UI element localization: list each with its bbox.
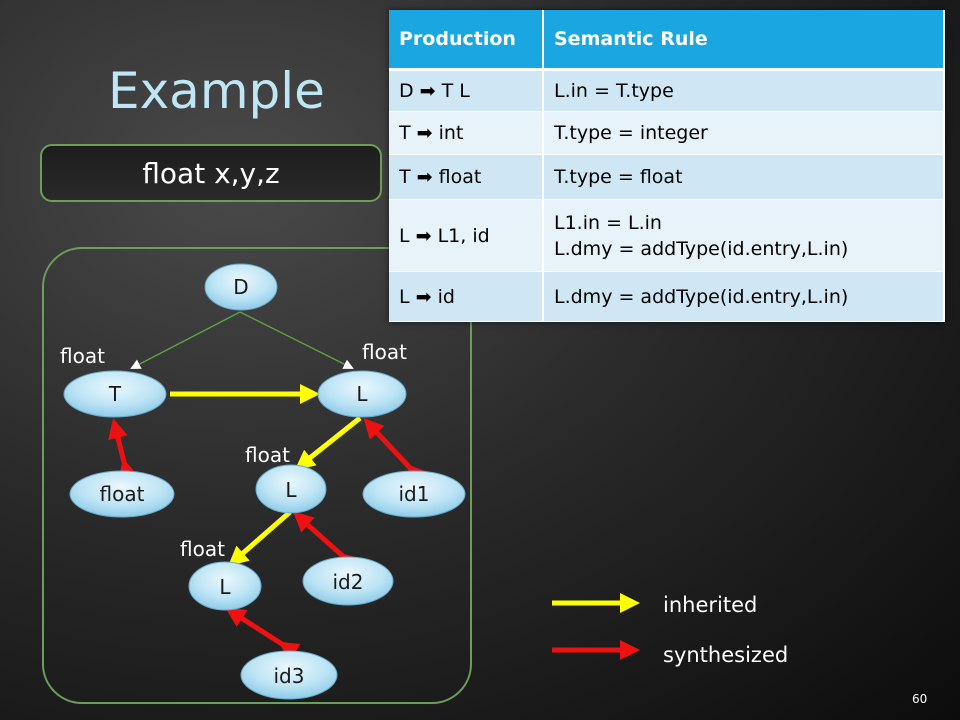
table-row: L ➡ L1, id L1.in = L.in L.dmy = addType(… (389, 199, 945, 272)
node-l-top-label: L (356, 382, 368, 406)
node-id3-label: id3 (274, 664, 305, 688)
rule-line: L1.in = L.in (554, 211, 662, 234)
legend-synthesized-label: synthesized (663, 643, 788, 667)
rule-cell: L.in = T.type (543, 69, 945, 112)
production-cell: L ➡ id (389, 271, 544, 322)
synthesized-arrow-id1-l (363, 418, 428, 486)
synthesized-arrow-float-t (108, 418, 138, 481)
legend-inherited-label: inherited (663, 593, 757, 617)
production-cell: T ➡ float (389, 154, 544, 200)
inherited-arrows (170, 384, 362, 567)
synthesized-arrow-id3-l (225, 607, 301, 661)
table-row: D ➡ T L L.in = T.type (389, 69, 945, 112)
node-t: T (63, 370, 167, 418)
node-d-label: D (233, 275, 248, 299)
edge-d-t (130, 311, 241, 369)
node-l-bottom-label: L (219, 575, 231, 599)
production-cell: D ➡ T L (389, 69, 544, 112)
tree-edges (130, 311, 354, 369)
node-l-top: L (317, 370, 407, 418)
table-row: T ➡ int T.type = integer (389, 111, 945, 155)
rule-cell: T.type = float (543, 154, 945, 200)
table-header-row: Production Semantic Rule (389, 10, 945, 71)
node-id1: id1 (362, 470, 466, 518)
node-id1-label: id1 (399, 482, 430, 506)
page-number: 60 (912, 692, 928, 706)
legend: inherited synthesized (552, 593, 788, 667)
rule-cell: T.type = integer (543, 111, 945, 155)
node-l-bottom: L (188, 561, 262, 611)
rule-line: T.type = float (554, 166, 683, 188)
node-l-middle: L (255, 464, 327, 514)
header-semantic-rule: Semantic Rule (543, 10, 945, 71)
node-float-leaf-label: float (100, 482, 145, 506)
node-id3: id3 (240, 650, 338, 700)
attr-label-t: float (60, 344, 105, 368)
synthesized-arrow-id2-l (293, 511, 361, 574)
node-d: D (204, 263, 278, 311)
expression-box: float x,y,z (40, 144, 382, 202)
tree-nodes: D T L float L id1 L id2 (63, 263, 466, 700)
rule-line: L.dmy = addType(id.entry,L.in) (554, 237, 849, 260)
attr-label-l-bottom: float (180, 537, 225, 561)
table-row: T ➡ float T.type = float (389, 154, 945, 200)
edge-d-l (239, 311, 354, 369)
rule-line: L.in = T.type (554, 80, 674, 102)
node-t-label: T (108, 382, 122, 406)
production-cell: T ➡ int (389, 111, 544, 155)
rule-line: T.type = integer (554, 122, 708, 144)
node-l-middle-label: L (285, 478, 297, 502)
rule-line: L.dmy = addType(id.entry,L.in) (554, 285, 849, 308)
tree-container (42, 247, 472, 704)
attribute-labels: float float float float (60, 340, 407, 561)
table-row: L ➡ id L.dmy = addType(id.entry,L.in) (389, 271, 945, 322)
rule-cell: L.dmy = addType(id.entry,L.in) (543, 271, 945, 322)
header-production: Production (389, 10, 544, 71)
attr-label-l-top: float (362, 340, 407, 364)
inherited-arrow-l-l-lower (227, 510, 292, 567)
rule-cell: L1.in = L.in L.dmy = addType(id.entry,L.… (543, 199, 945, 272)
node-id2-label: id2 (333, 570, 364, 594)
synthesized-arrows (108, 418, 428, 661)
node-float-leaf: float (69, 470, 175, 518)
slide-title: Example (108, 62, 325, 120)
attr-label-l-middle: float (245, 443, 290, 467)
inherited-arrow-l-l (294, 416, 362, 470)
semantic-rules-table: Production Semantic Rule D ➡ T L L.in = … (389, 10, 945, 322)
production-cell: L ➡ L1, id (389, 199, 544, 272)
node-id2: id2 (302, 556, 394, 606)
